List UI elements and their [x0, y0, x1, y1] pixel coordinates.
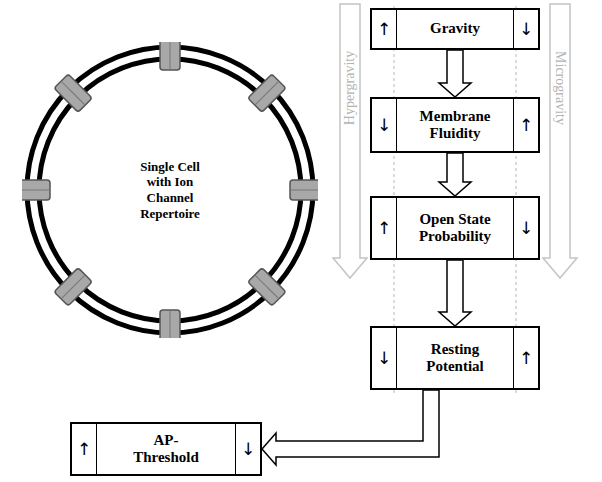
box-label: Open State Probability [403, 211, 507, 246]
box-label: AP- Threshold [126, 432, 206, 467]
trend-arrow: ↓ [513, 198, 538, 258]
box-label: Membrane Fluidity [403, 108, 507, 143]
block-arrow [439, 260, 471, 326]
block-arrow [439, 50, 471, 97]
trend-arrow: ↑ [372, 198, 397, 258]
box-body: Open State Probability [397, 198, 513, 258]
cell-label: Single Cell with Ion Channel Repertoire [128, 159, 212, 221]
gravity-label: Microgravity [553, 49, 567, 127]
ion-channel [160, 42, 180, 70]
process-box: ↑ AP- Threshold ↓ [70, 422, 262, 476]
ion-channel [54, 74, 92, 112]
box-body: Membrane Fluidity [397, 99, 513, 151]
gravity-label: Hypergravity [343, 49, 357, 127]
trend-arrow: ↑ [72, 424, 97, 474]
trend-arrow: ↓ [372, 99, 397, 151]
ion-channel [248, 74, 286, 112]
hypergravity-arrow [333, 4, 367, 278]
process-box: ↑Open State Probability↓ [370, 196, 540, 260]
ion-channel [290, 180, 318, 200]
block-arrow [262, 390, 439, 465]
box-body: AP- Threshold [97, 424, 235, 474]
ion-channel [22, 180, 50, 200]
process-box: ↓Resting Potential↑ [370, 326, 540, 390]
trend-arrow: ↓ [372, 328, 397, 388]
microgravity-arrow [543, 4, 577, 278]
trend-arrow: ↑ [513, 328, 538, 388]
ion-channel [160, 310, 180, 338]
process-box: ↓Membrane Fluidity↑ [370, 97, 540, 153]
trend-arrow: ↓ [513, 10, 538, 48]
cell-circle: Single Cell with Ion Channel Repertoire [22, 42, 318, 338]
trend-arrow: ↑ [513, 99, 538, 151]
box-label: Resting Potential [403, 341, 507, 376]
trend-arrow: ↓ [235, 424, 260, 474]
box-body: Resting Potential [397, 328, 513, 388]
trend-arrow: ↑ [372, 10, 397, 48]
ion-channel [54, 268, 92, 306]
box-label: Gravity [430, 20, 480, 37]
process-box: ↑ Gravity ↓ [370, 8, 540, 50]
ion-channel [248, 268, 286, 306]
block-arrow [439, 153, 471, 196]
box-body: Gravity [397, 10, 513, 48]
